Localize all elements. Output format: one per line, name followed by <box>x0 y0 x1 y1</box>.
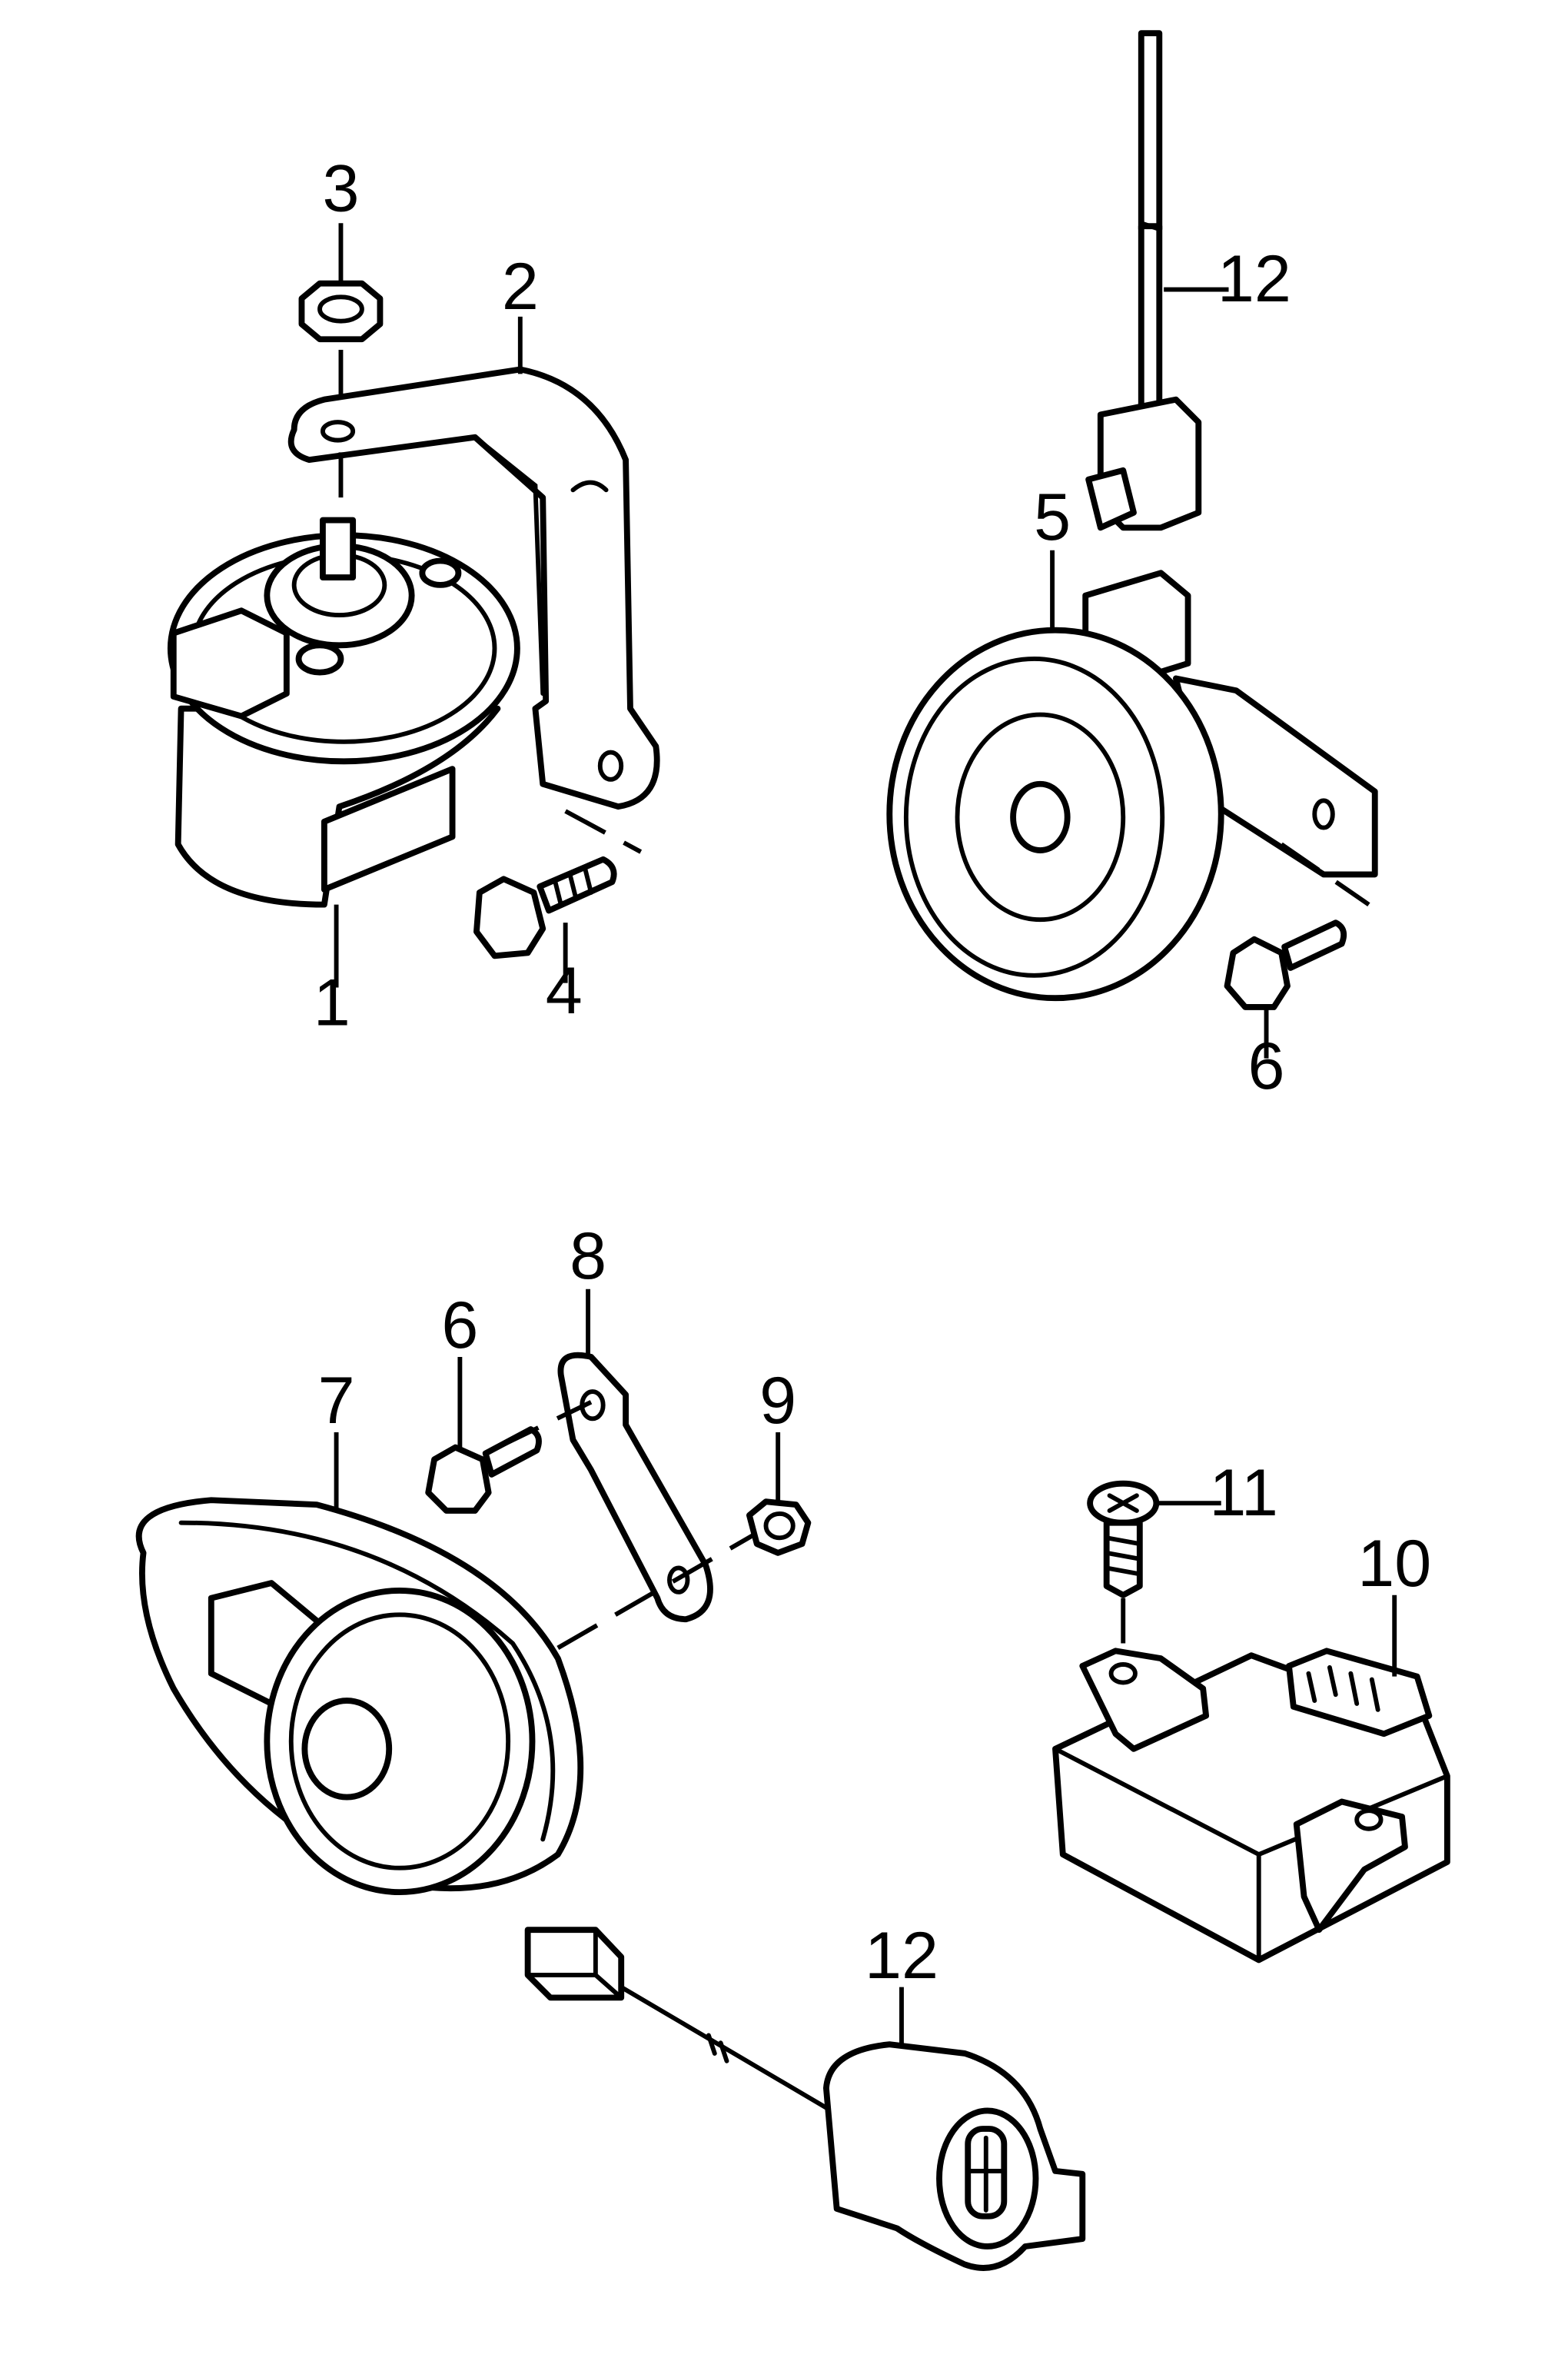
connector-12-wire <box>1085 30 1202 531</box>
callout-1: 1 <box>314 966 350 1040</box>
callout-7: 7 <box>318 1364 355 1438</box>
control-unit-10 <box>1052 1648 1450 1964</box>
horn-5 <box>886 570 1378 1002</box>
callout-9: 9 <box>759 1364 796 1438</box>
bracket-2 <box>287 366 660 810</box>
leader-lines <box>334 223 1397 2045</box>
horn-1 <box>167 517 520 908</box>
callout-6-lower: 6 <box>441 1289 478 1362</box>
bolt-4 <box>473 856 617 959</box>
callout-2: 2 <box>502 250 539 324</box>
callout-8: 8 <box>570 1219 606 1293</box>
nut-9 <box>746 1498 812 1556</box>
callout-12-lower: 12 <box>865 1919 938 1993</box>
callout-5: 5 <box>1034 481 1071 554</box>
connector-12-lower <box>524 1927 1086 2271</box>
nut-3 <box>298 280 384 343</box>
callout-3: 3 <box>322 152 359 226</box>
bolt-6-lower <box>425 1426 542 1514</box>
horn-7 <box>135 1497 584 1896</box>
bolt-6-upper <box>1224 919 1347 1010</box>
callout-12-upper: 12 <box>1218 242 1291 316</box>
callout-10: 10 <box>1357 1527 1431 1601</box>
screw-11 <box>1087 1480 1160 1598</box>
callout-11: 11 <box>1209 1456 1278 1530</box>
callout-6-upper: 6 <box>1248 1029 1285 1103</box>
callout-4: 4 <box>546 954 583 1028</box>
bracket-8 <box>557 1352 713 1623</box>
